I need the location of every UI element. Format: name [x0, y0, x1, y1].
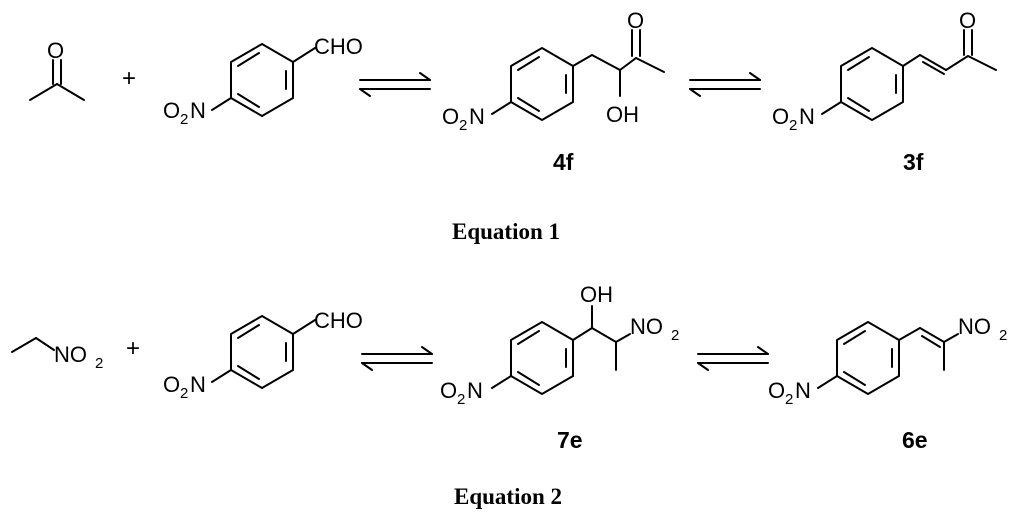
side-nitro-subscript: 2	[671, 327, 679, 344]
nitro-n-label: N	[795, 378, 811, 403]
equation-label: Equation 1	[452, 219, 560, 244]
nitro-subscript: 2	[785, 391, 793, 408]
nitro-o-label: O	[163, 372, 180, 397]
equation-1: O + CHO O 2 N O OH O 2	[29, 8, 997, 244]
nitro-subscript: 2	[95, 355, 103, 372]
nitro-subscript: 2	[459, 117, 467, 134]
nitro-label: NO	[54, 342, 87, 367]
plus-sign: +	[126, 335, 140, 362]
nitro-subscript: 2	[180, 385, 188, 402]
nitro-n-label: N	[469, 104, 485, 129]
side-nitro-label: NO	[630, 314, 663, 339]
nitro-o-label: O	[442, 104, 459, 129]
nitroethane: NO 2	[11, 337, 103, 372]
nitrobenzaldehyde: CHO O 2 N	[163, 34, 363, 128]
compound-id: 3f	[903, 149, 924, 175]
nitro-o-label: O	[440, 378, 457, 403]
atom-label: O	[47, 38, 64, 63]
compound-id: 6e	[902, 427, 928, 453]
carbonyl-o-label: O	[959, 8, 976, 33]
acetone: O	[29, 38, 85, 101]
compound-3f: O O 2 N 3f	[772, 8, 997, 175]
equilibrium-arrow	[689, 72, 761, 97]
equilibrium-arrow	[359, 72, 431, 97]
nitro-n-label: N	[190, 372, 206, 397]
side-nitro-label: NO	[958, 314, 991, 339]
nitro-n-label: N	[190, 98, 206, 123]
equilibrium-arrow	[361, 346, 433, 371]
aldehyde-label: CHO	[314, 308, 363, 333]
equation-label: Equation 2	[454, 484, 562, 509]
nitro-o-label: O	[163, 98, 180, 123]
nitro-n-label: N	[467, 378, 483, 403]
compound-6e: NO 2 O 2 N 6e	[768, 314, 1007, 453]
hydroxyl-label: OH	[580, 282, 613, 307]
hydroxyl-label: OH	[606, 102, 639, 127]
equation-2: NO 2 + CHO O 2 N OH NO 2 O	[11, 282, 1007, 509]
nitro-subscript: 2	[457, 391, 465, 408]
aldehyde-label: CHO	[314, 34, 363, 59]
compound-id: 7e	[557, 427, 583, 453]
compound-id: 4f	[553, 149, 574, 175]
nitro-o-label: O	[772, 104, 789, 129]
nitrobenzaldehyde: CHO O 2 N	[163, 308, 363, 402]
compound-7e: OH NO 2 O 2 N 7e	[440, 282, 679, 453]
side-nitro-subscript: 2	[999, 327, 1007, 344]
equilibrium-arrow	[697, 346, 769, 371]
nitro-subscript: 2	[180, 111, 188, 128]
compound-4f: O OH O 2 N 4f	[442, 8, 665, 175]
nitro-n-label: N	[799, 104, 815, 129]
nitro-subscript: 2	[789, 117, 797, 134]
nitro-o-label: O	[768, 378, 785, 403]
plus-sign: +	[122, 65, 136, 92]
carbonyl-o-label: O	[627, 8, 644, 33]
